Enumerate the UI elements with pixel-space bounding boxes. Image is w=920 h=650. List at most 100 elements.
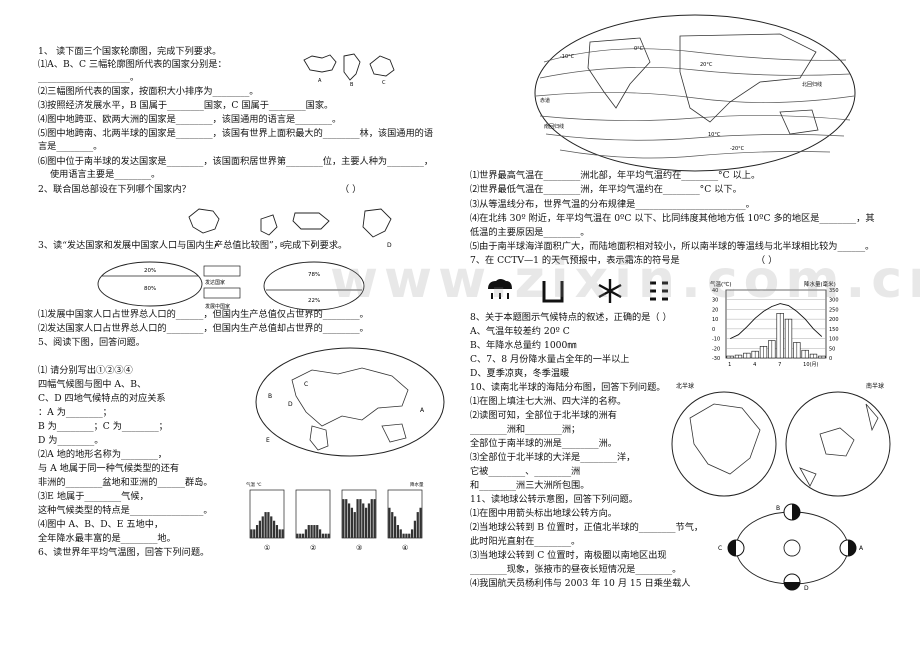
chart-precip-tick: 100: [829, 337, 839, 343]
pie-top-pct: 20%: [144, 268, 156, 274]
country-b-outline: [343, 53, 361, 81]
question-line: 8、关于本题图示气候特点的叙述，正确的是（ ）: [470, 312, 672, 323]
question-line: ⑴世界最高气温在________洲北部，年平均气温约在________°C 以上…: [470, 170, 761, 181]
question-line: 全年降水最丰富的是________地。: [38, 533, 176, 544]
orbit-label-b: B: [776, 505, 780, 512]
question-line: ________洲和________洲；: [470, 424, 581, 435]
earth-c-icon: [727, 539, 745, 557]
q2-label-b: B: [280, 242, 284, 249]
country-c-outline: [369, 55, 395, 77]
climate-mini-bar: [272, 520, 276, 538]
climate-mini-bar: [296, 533, 299, 538]
chart-temp-tick: -20: [712, 346, 720, 352]
map-label-a: A: [420, 407, 425, 414]
pie-bottom-pct: 80%: [144, 286, 156, 292]
orbit-label-a: A: [859, 545, 864, 552]
q2-option-b-outline: [260, 214, 278, 236]
question-line: 与 A 地属于同一种气候类型的还有: [38, 463, 180, 474]
question-line: A、气温年较差约 20º C: [470, 326, 570, 337]
question-line: 1、 读下面三个国家轮廓图，完成下列要求。: [38, 46, 222, 57]
south-landmass: [799, 403, 879, 487]
isotherm-south-2: [545, 133, 845, 141]
isotherm-map-border: [534, 14, 856, 172]
question-line: ⑷在北纬 30º 附近，年平均气温在 0ºC 以下、比同纬度其他地方低 10ºC…: [470, 213, 875, 224]
orbit-label-d: D: [804, 585, 809, 592]
climate-mini-bar: [278, 529, 281, 538]
north-landmass: [689, 403, 761, 475]
question-line: ⑸由于南半球海洋面积广大，而陆地面积相对较小，所以南半球的等温线与北半球相比较为…: [470, 241, 875, 252]
rain-snow-icon: [488, 279, 512, 299]
question-line: ⑶从等温线分布，世界气温的分布规律是______________________…: [470, 199, 755, 210]
climate-mini-bar: [270, 516, 273, 538]
earth-orbit-diagram: B C A D: [718, 503, 864, 592]
earth-a-icon: [839, 539, 857, 557]
map-label-e: E: [266, 437, 270, 444]
question-line: B、年降水总量约 1000㎜: [470, 340, 577, 351]
climate-mini-bar: [345, 499, 348, 538]
climate-mini-bar: [261, 516, 264, 538]
iso-equator: 赤道: [540, 97, 550, 104]
world-map-q5: A B C D E: [255, 347, 445, 457]
isotherm-south-1: [539, 115, 851, 121]
climate-mini-bar: [405, 533, 408, 538]
climate-mini-bar: [353, 512, 356, 538]
chart-precip-tick: 300: [829, 298, 839, 304]
climate-mini-bar: [416, 512, 419, 538]
clim-1: ①: [264, 544, 270, 552]
climate-mini-bar: [250, 529, 253, 538]
climate-mini-bar: [367, 503, 371, 538]
question-line: B 为________；C 为________；: [38, 421, 168, 432]
chart-precip-tick: 50: [829, 346, 835, 352]
question-line: ⑶全部位于北半球的大洋是________洋，: [470, 452, 636, 463]
question-line: 3、读“发达国家和发展中国家人口与国内生产总值比较图”，完成下列要求。: [38, 240, 348, 251]
map-label-d: D: [288, 401, 293, 408]
clim-2: ②: [310, 544, 316, 552]
iso-m20: -20°C: [730, 146, 745, 152]
climate-mini-bar: [391, 512, 394, 538]
question-line: ⑴在图中用箭头标出地球公转方向。: [470, 508, 617, 519]
south-hemisphere-circle: [785, 391, 891, 497]
question-line: 6、读世界年平均气温图，回答下列问题。: [38, 547, 210, 558]
question-line: C、D 四地气候特点的对应关系: [38, 393, 166, 404]
map-label-b: B: [268, 393, 272, 400]
legend-developing-box: [203, 287, 241, 299]
climate-mini-bar: [350, 507, 354, 538]
clim-3: ③: [356, 544, 362, 552]
climate-mini-bar: [362, 503, 365, 538]
climate-mini-bar: [299, 533, 302, 538]
q2-option-c-outline: [292, 212, 330, 230]
climate-mini-bar: [410, 529, 414, 538]
chart-precip-tick: 200: [829, 317, 839, 323]
chart-temp-tick: -30: [712, 356, 720, 362]
north-hemi-label: 北半球: [676, 382, 694, 390]
question-line: ________现象，张掖市的昼夜长短情况是________。: [470, 564, 682, 575]
question-line: 11、读地球公转示意图，回答下列问题。: [470, 494, 638, 505]
legend-developed-box: [203, 265, 241, 277]
world-map-border: [255, 347, 445, 457]
hemispheres-map: 北半球 南半球: [671, 382, 891, 497]
chart-precip-tick: 350: [829, 288, 839, 294]
question-line: 它被________、________洲: [470, 466, 581, 477]
question-line: D、夏季凉爽，冬季温暖: [470, 368, 570, 379]
climate-mini-bar: [307, 525, 310, 538]
question-line: ⑷图中地跨亚、欧两大洲的国家是________，该国通用的语言是________…: [38, 114, 342, 125]
south-hemi-label: 南半球: [866, 382, 884, 390]
earth-b-icon: [783, 503, 801, 521]
question-line: 7、在 CCTV—1 的天气预报中，表示霜冻的符号是: [470, 255, 680, 266]
climate-mini-bar: [281, 529, 284, 538]
chart-x-tick: 7: [778, 362, 781, 368]
orbit-ellipse: [735, 511, 849, 585]
climate-mini-bar: [267, 512, 270, 538]
question-line: 全部位于南半球的洲是________洲。: [470, 438, 617, 449]
north-hemisphere-circle: [671, 391, 777, 497]
climate-mini-bar: [316, 525, 319, 538]
climate-mini-bar: [399, 529, 402, 538]
map-label-c: C: [304, 381, 308, 388]
question-line: ⑵A 地的地形名称为________，: [38, 449, 167, 460]
climate-mini-bar: [321, 533, 325, 538]
q2-country-options: A B C D: [188, 208, 392, 249]
temperature-line: [730, 303, 823, 340]
iso-m10: -10°C: [560, 54, 575, 60]
clim-precip-label: 降水量: [410, 481, 424, 488]
climate-mini-bar: [264, 512, 267, 538]
